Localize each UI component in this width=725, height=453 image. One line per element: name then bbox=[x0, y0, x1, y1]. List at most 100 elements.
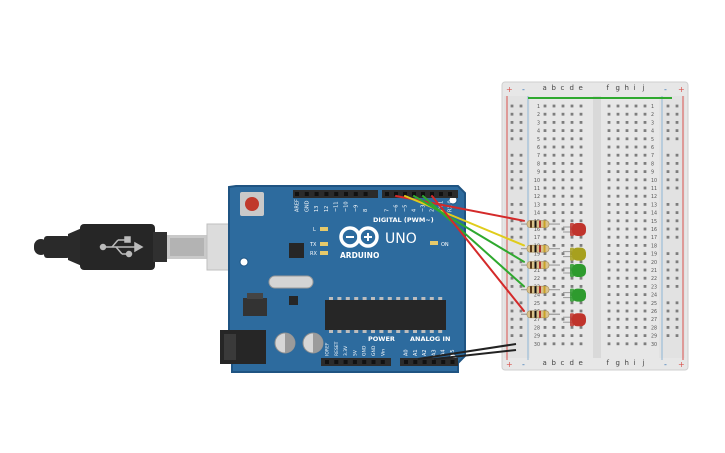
digital-pin-hole[interactable] bbox=[363, 192, 368, 196]
breadboard-hole[interactable] bbox=[643, 276, 647, 280]
digital-pin-hole[interactable] bbox=[324, 192, 329, 196]
breadboard-hole[interactable] bbox=[570, 219, 574, 223]
breadboard-hole[interactable] bbox=[625, 301, 629, 305]
led[interactable] bbox=[563, 247, 586, 261]
rail-hole[interactable] bbox=[519, 334, 523, 337]
breadboard-hole[interactable] bbox=[570, 129, 574, 132]
rail-hole[interactable] bbox=[519, 170, 523, 173]
breadboard-hole[interactable] bbox=[625, 244, 629, 247]
breadboard-hole[interactable] bbox=[579, 121, 583, 124]
breadboard-hole[interactable] bbox=[607, 203, 611, 206]
analog-pin-hole[interactable] bbox=[431, 360, 436, 364]
breadboard-hole[interactable] bbox=[634, 301, 638, 305]
rail-hole[interactable] bbox=[510, 334, 514, 337]
breadboard-hole[interactable] bbox=[625, 235, 629, 239]
breadboard-hole[interactable] bbox=[607, 285, 611, 288]
rail-hole[interactable] bbox=[666, 211, 670, 214]
breadboard-hole[interactable] bbox=[634, 153, 638, 157]
breadboard-hole[interactable] bbox=[579, 137, 583, 141]
rail-hole[interactable] bbox=[510, 178, 514, 182]
rail-hole[interactable] bbox=[675, 334, 679, 337]
digital-pin-hole[interactable] bbox=[394, 192, 398, 196]
rail-hole[interactable] bbox=[519, 260, 523, 264]
breadboard-hole[interactable] bbox=[625, 112, 629, 116]
breadboard-hole[interactable] bbox=[607, 104, 611, 108]
rail-hole[interactable] bbox=[666, 227, 670, 231]
rail-hole[interactable] bbox=[519, 129, 523, 132]
breadboard-hole[interactable] bbox=[552, 309, 556, 313]
breadboard-hole[interactable] bbox=[552, 170, 556, 173]
breadboard-hole[interactable] bbox=[561, 219, 565, 223]
breadboard-hole[interactable] bbox=[607, 235, 611, 239]
breadboard-hole[interactable] bbox=[634, 219, 638, 223]
breadboard-hole[interactable] bbox=[616, 244, 620, 247]
rail-hole[interactable] bbox=[519, 162, 523, 165]
breadboard-hole[interactable] bbox=[625, 342, 629, 346]
breadboard-hole[interactable] bbox=[616, 203, 620, 206]
digital-pin-hole[interactable] bbox=[295, 192, 299, 196]
breadboard-hole[interactable] bbox=[552, 326, 556, 329]
breadboard-hole[interactable] bbox=[561, 276, 565, 280]
breadboard-hole[interactable] bbox=[570, 194, 574, 198]
breadboard-hole[interactable] bbox=[579, 244, 583, 247]
breadboard-hole[interactable] bbox=[543, 276, 547, 280]
breadboard-hole[interactable] bbox=[625, 145, 629, 149]
breadboard-hole[interactable] bbox=[634, 112, 638, 116]
rail-hole[interactable] bbox=[510, 227, 514, 231]
rail-hole[interactable] bbox=[510, 203, 514, 206]
rail-hole[interactable] bbox=[666, 260, 670, 264]
breadboard-hole[interactable] bbox=[552, 285, 556, 288]
breadboard-hole[interactable] bbox=[607, 219, 611, 223]
breadboard-hole[interactable] bbox=[570, 178, 574, 182]
breadboard-hole[interactable] bbox=[616, 235, 620, 239]
breadboard-hole[interactable] bbox=[643, 194, 647, 198]
breadboard-hole[interactable] bbox=[552, 194, 556, 198]
breadboard-hole[interactable] bbox=[543, 129, 547, 132]
breadboard-hole[interactable] bbox=[634, 252, 638, 255]
analog-pin-hole[interactable] bbox=[441, 360, 446, 364]
breadboard-hole[interactable] bbox=[579, 186, 583, 190]
resistor[interactable] bbox=[521, 261, 560, 269]
breadboard-hole[interactable] bbox=[543, 178, 547, 182]
digital-pin-hole[interactable] bbox=[353, 192, 358, 196]
breadboard-hole[interactable] bbox=[625, 121, 629, 124]
breadboard-hole[interactable] bbox=[634, 260, 638, 264]
led[interactable] bbox=[563, 313, 586, 327]
rail-hole[interactable] bbox=[675, 203, 679, 206]
rail-hole[interactable] bbox=[675, 186, 679, 190]
rail-hole[interactable] bbox=[675, 219, 679, 223]
led[interactable] bbox=[563, 264, 586, 277]
rail-hole[interactable] bbox=[666, 219, 670, 223]
breadboard-hole[interactable] bbox=[607, 121, 611, 124]
resistor[interactable] bbox=[521, 244, 560, 253]
breadboard-hole[interactable] bbox=[616, 121, 620, 124]
breadboard-hole[interactable] bbox=[625, 260, 629, 264]
rail-hole[interactable] bbox=[666, 252, 670, 255]
rail-hole[interactable] bbox=[519, 309, 523, 313]
breadboard-hole[interactable] bbox=[607, 227, 611, 231]
breadboard-hole[interactable] bbox=[552, 112, 556, 116]
breadboard-hole[interactable] bbox=[643, 227, 647, 231]
breadboard-hole[interactable] bbox=[552, 121, 556, 124]
rail-hole[interactable] bbox=[519, 235, 523, 239]
breadboard-hole[interactable] bbox=[643, 203, 647, 206]
breadboard-hole[interactable] bbox=[616, 153, 620, 157]
breadboard-hole[interactable] bbox=[616, 129, 620, 132]
breadboard-hole[interactable] bbox=[616, 317, 620, 321]
breadboard-hole[interactable] bbox=[570, 170, 574, 173]
breadboard-hole[interactable] bbox=[634, 276, 638, 280]
breadboard-hole[interactable] bbox=[561, 104, 565, 108]
breadboard-hole[interactable] bbox=[643, 326, 647, 329]
breadboard-hole[interactable] bbox=[579, 334, 583, 337]
digital-pin-hole[interactable] bbox=[385, 192, 389, 196]
breadboard-hole[interactable] bbox=[643, 104, 647, 108]
power-pin-hole[interactable] bbox=[371, 360, 376, 364]
breadboard-hole[interactable] bbox=[607, 145, 611, 149]
rail-hole[interactable] bbox=[666, 112, 670, 116]
breadboard-hole[interactable] bbox=[607, 309, 611, 313]
rail-hole[interactable] bbox=[510, 153, 514, 157]
breadboard-hole[interactable] bbox=[643, 162, 647, 165]
breadboard-hole[interactable] bbox=[616, 342, 620, 346]
breadboard-hole[interactable] bbox=[607, 268, 611, 272]
breadboard-hole[interactable] bbox=[625, 203, 629, 206]
